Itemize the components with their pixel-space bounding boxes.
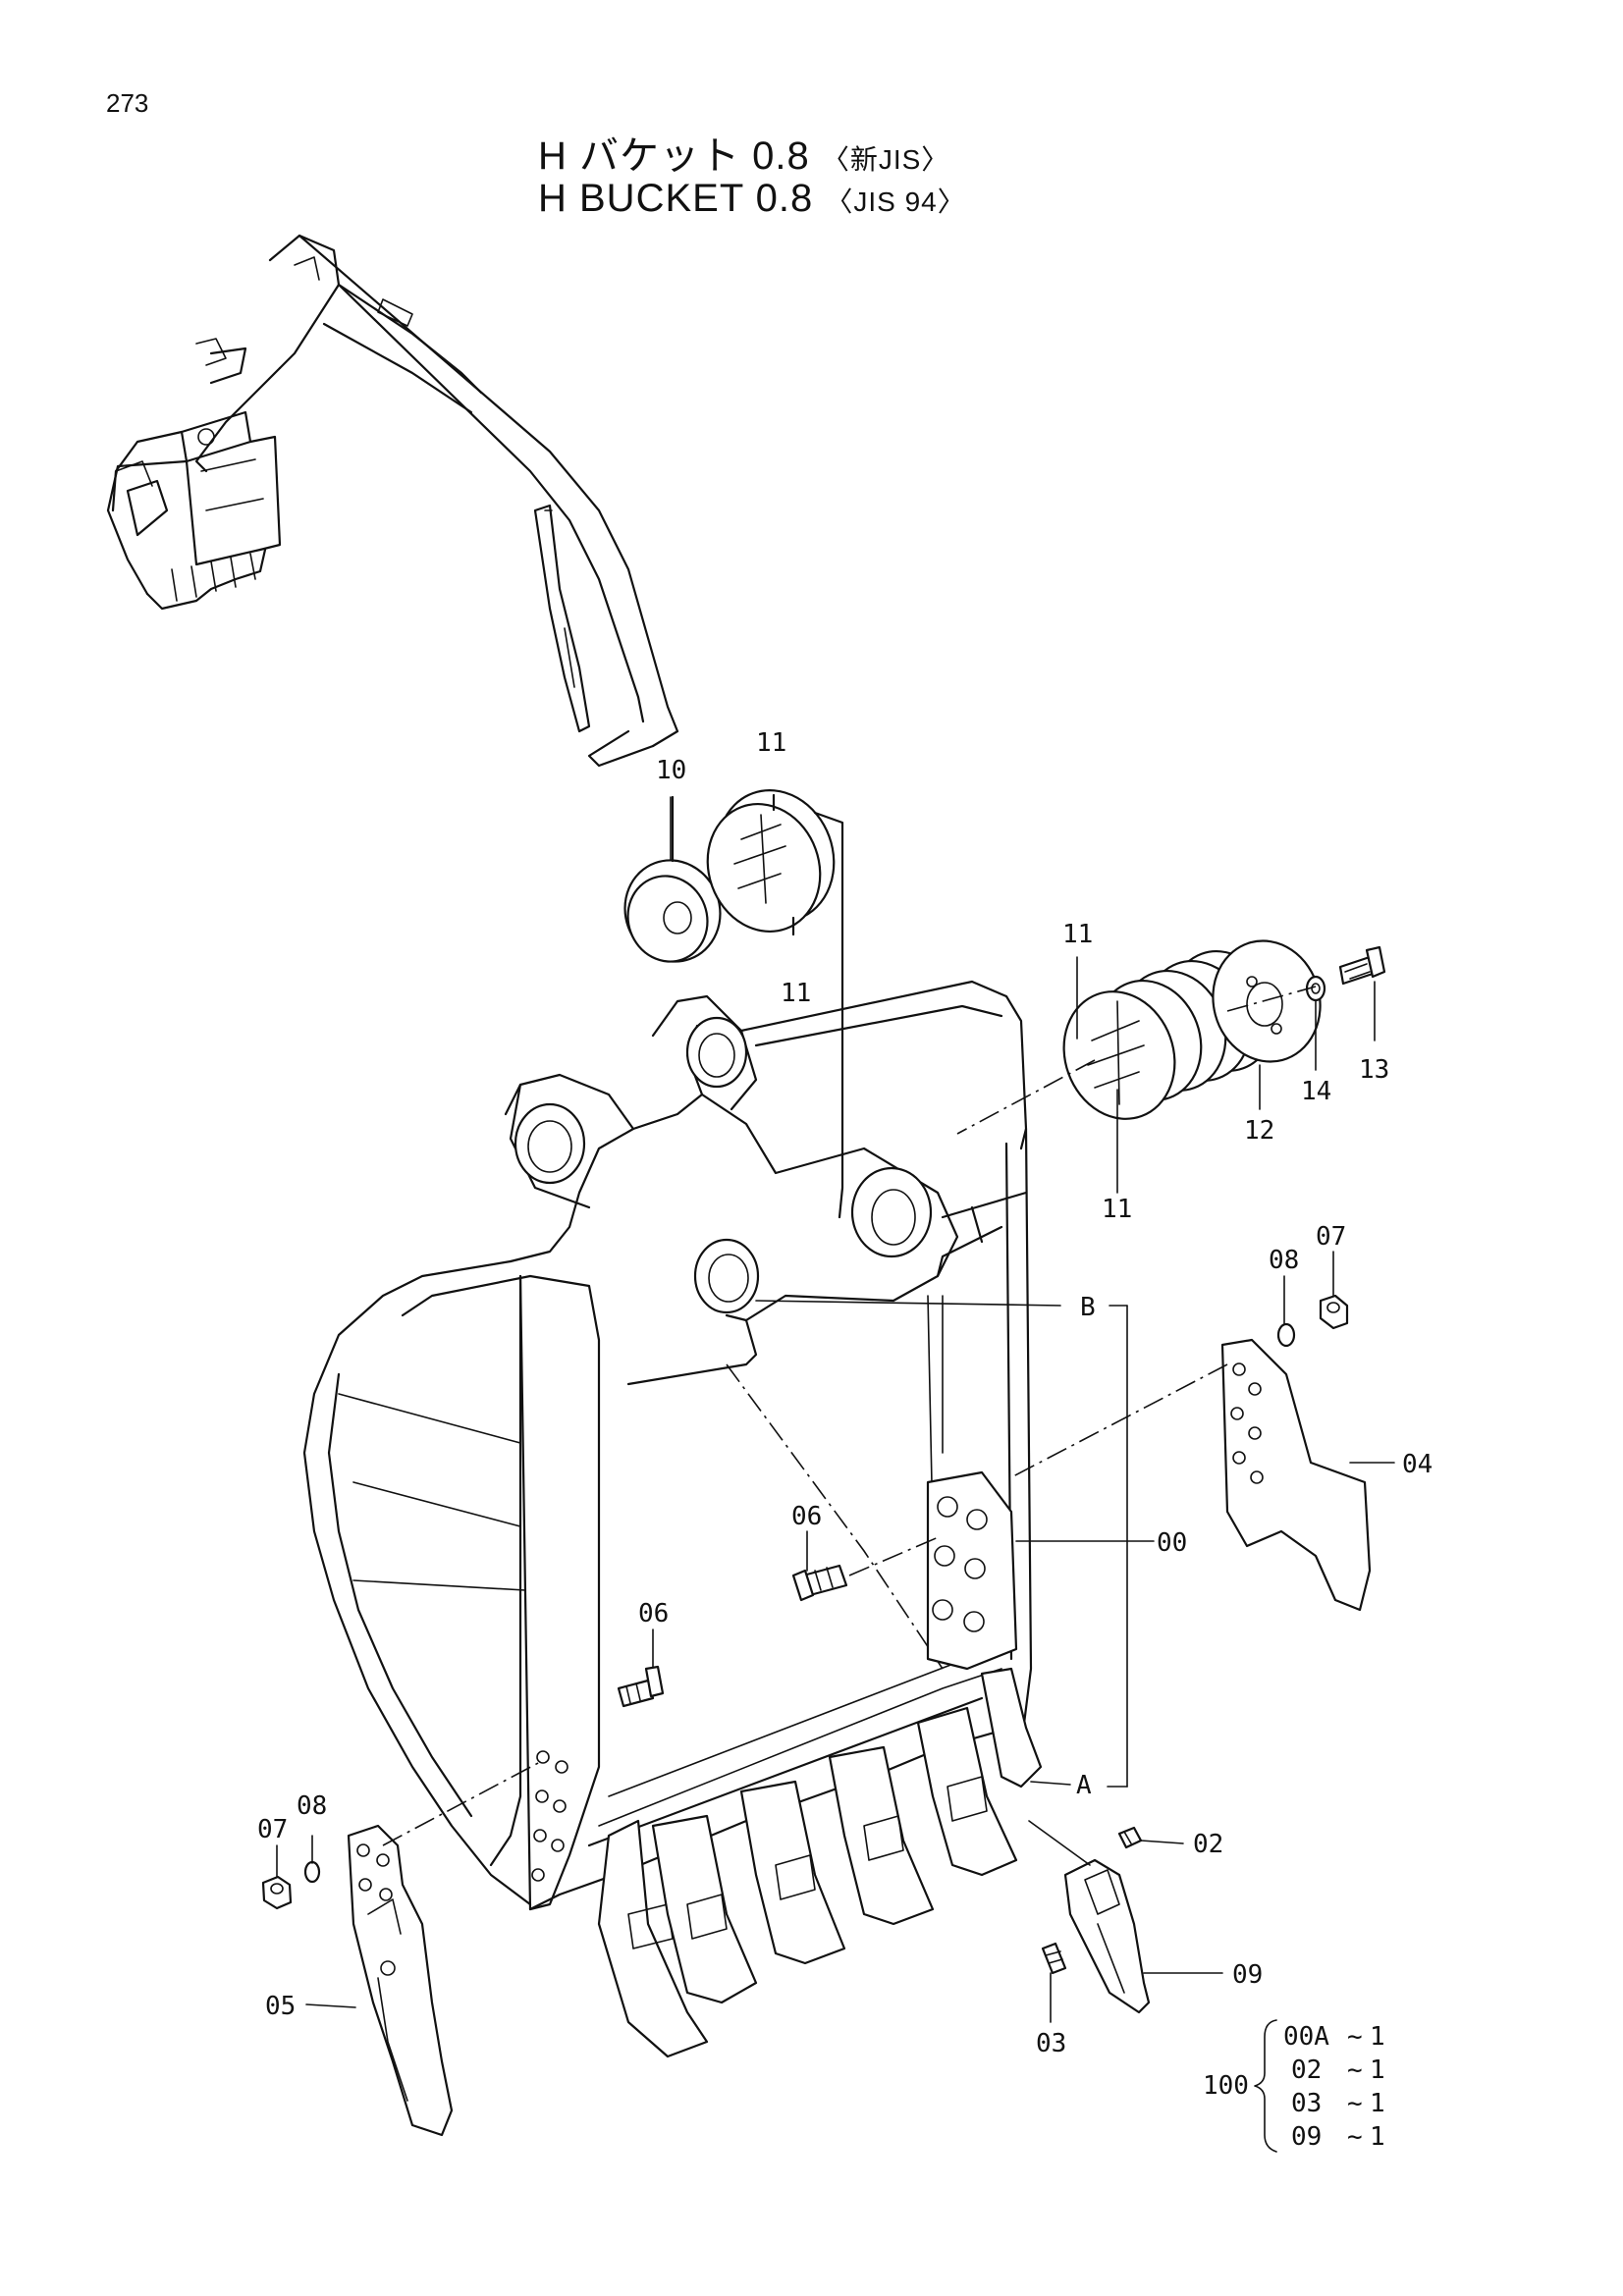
kit-item-qty: 1 (1370, 2089, 1385, 2118)
kit-number: 100 (1203, 2071, 1249, 2101)
title-japanese-spec: 〈新JIS〉 (821, 144, 950, 175)
part-08-washer-left (303, 1860, 321, 1884)
kit-item-part: 02 (1291, 2056, 1322, 2085)
kit-item-sep: ~ (1347, 2056, 1363, 2085)
part-11-shims-top (706, 788, 836, 934)
callout-11-top: 11 (756, 728, 786, 758)
part-07-nut-left (261, 1875, 293, 1910)
part-10-plate (623, 859, 722, 963)
title-english-spec: 〈JIS 94〉 (825, 187, 966, 217)
part-06-bolt-mid (791, 1564, 848, 1602)
bucket-teeth (597, 1667, 1043, 2058)
callout-10: 10 (656, 756, 686, 785)
page-number: 273 (106, 88, 149, 118)
part-09-tooth (1063, 1858, 1151, 2014)
callout-05: 05 (265, 1992, 296, 2021)
part-02-pin-lock (1117, 1826, 1143, 1849)
part-04-side-cutter (1220, 1338, 1372, 1612)
kit-item-sep: ~ (1347, 2089, 1363, 2118)
kit-legend: 100 00A ~ 1 02 ~ 1 03 ~ 1 09 ~ 1 (1203, 2019, 1385, 2153)
kit-item-part: 09 (1291, 2122, 1322, 2152)
part-08-washer-right (1276, 1322, 1296, 1348)
callout-13: 13 (1359, 1055, 1389, 1085)
callout-06-left: 06 (638, 1599, 669, 1629)
kit-item-part: 03 (1291, 2089, 1322, 2118)
excavator-arm-overview (106, 234, 679, 768)
callout-11-right-bottom: 11 (1102, 1195, 1132, 1224)
callout-00: 00 (1157, 1528, 1187, 1558)
callout-09: 09 (1232, 1960, 1263, 1990)
callout-08-left: 08 (297, 1791, 327, 1821)
callout-02: 02 (1193, 1830, 1223, 1859)
callout-11-right-top: 11 (1062, 920, 1093, 949)
title-english-main: H BUCKET 0.8 (538, 177, 814, 220)
kit-item-qty: 1 (1370, 2056, 1385, 2085)
part-13-bolt (1338, 945, 1386, 986)
leader-lines (276, 796, 1395, 2023)
callout-03: 03 (1036, 2029, 1066, 2058)
reference-a: A (1076, 1771, 1092, 1800)
callout-07-right: 07 (1316, 1222, 1346, 1252)
part-05-side-cutter (347, 1824, 454, 2137)
title-japanese-main: H バケット 0.8 (538, 134, 810, 178)
kit-item-qty: 1 (1370, 2022, 1385, 2052)
callout-12: 12 (1244, 1116, 1274, 1146)
callout-07-left: 07 (257, 1815, 288, 1844)
title-english: H BUCKET 0.8 〈JIS 94〉 (538, 177, 966, 221)
kit-item-part: 00A (1283, 2022, 1329, 2052)
kit-item-sep: ~ (1347, 2022, 1363, 2052)
reference-b: B (1080, 1293, 1096, 1322)
part-14-washer (1305, 975, 1326, 1002)
kit-item-sep: ~ (1347, 2122, 1363, 2152)
callout-08-right: 08 (1269, 1246, 1299, 1275)
title-japanese: H バケット 0.8 〈新JIS〉 (538, 124, 949, 181)
callout-labels: 10 11 11 11 11 12 13 14 07 08 04 00 06 0… (257, 728, 1433, 2058)
callout-06-mid: 06 (791, 1502, 822, 1531)
part-06-bolt-left (617, 1665, 665, 1708)
kit-item-qty: 1 (1370, 2122, 1385, 2152)
callout-04: 04 (1402, 1450, 1433, 1479)
part-03-pin (1041, 1942, 1067, 1975)
callout-11-lower: 11 (781, 979, 811, 1008)
callout-14: 14 (1301, 1077, 1331, 1106)
part-07-nut-right (1319, 1294, 1349, 1330)
bucket-body (302, 980, 1033, 1911)
